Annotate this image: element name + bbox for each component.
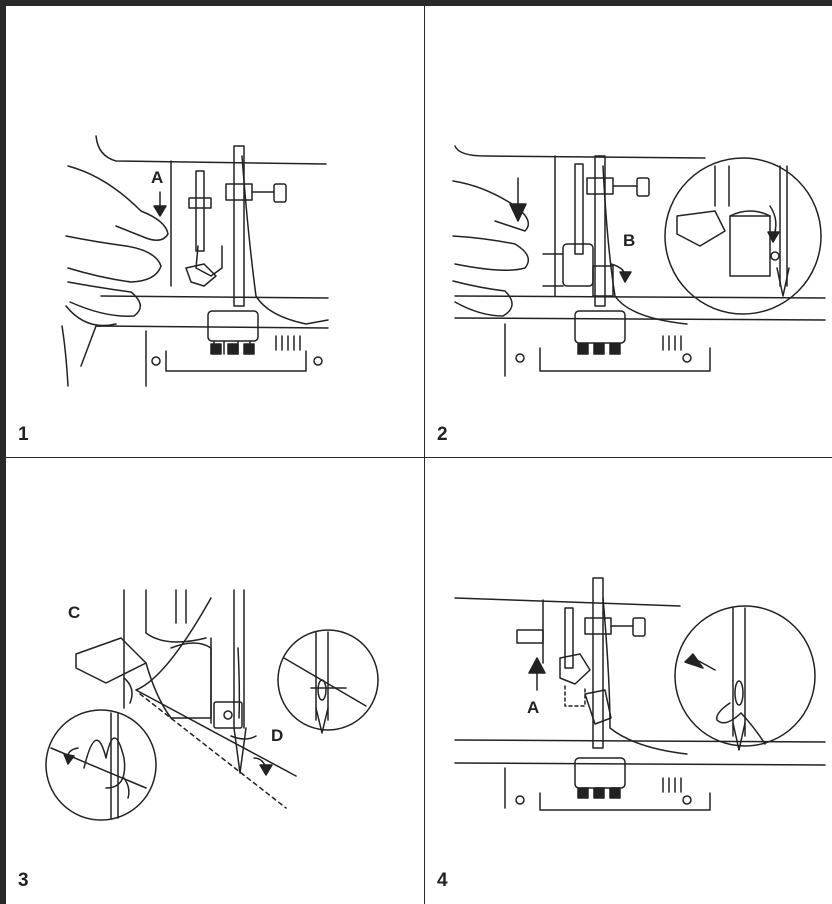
sewing-illustration-2 <box>425 6 832 457</box>
step-number: 3 <box>18 870 29 891</box>
callout-label-d: D <box>271 726 284 745</box>
step-panel-2: B 2 <box>425 6 832 457</box>
step-number: 2 <box>437 424 448 445</box>
sewing-illustration-4 <box>425 458 832 904</box>
callout-label-b: B <box>623 231 636 250</box>
callout-label-a: A <box>527 698 540 717</box>
callout-label-c: C <box>68 603 81 622</box>
sewing-illustration-1 <box>6 6 424 457</box>
step-number: 4 <box>437 870 448 891</box>
step-panel-3: C D 3 <box>6 458 424 904</box>
step-number: 1 <box>18 424 29 445</box>
panel-divider-horizontal <box>6 457 832 458</box>
sewing-illustration-3 <box>6 458 424 904</box>
step-panel-4: A 4 <box>425 458 832 904</box>
step-panel-1: A 1 <box>6 6 424 457</box>
callout-label-a: A <box>151 168 164 187</box>
panel-divider-vertical <box>424 6 425 904</box>
